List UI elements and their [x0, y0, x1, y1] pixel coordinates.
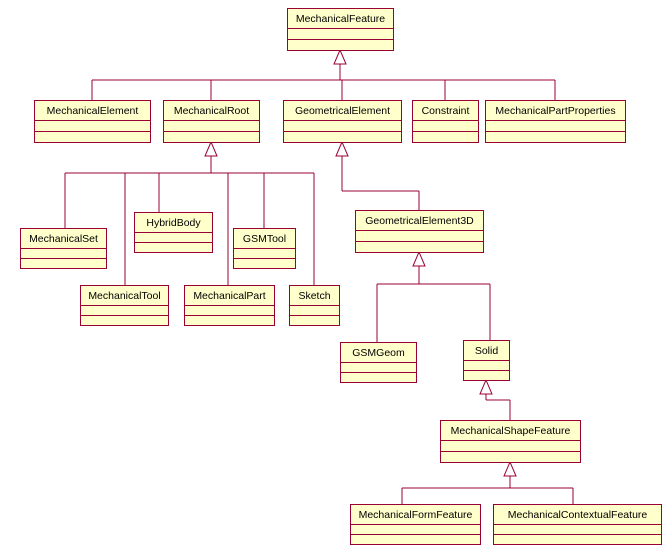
class-box-frame [440, 420, 581, 463]
class-box-frame [163, 100, 260, 143]
class-box-mechanical-form-feature[interactable]: MechanicalFormFeature [350, 504, 481, 545]
class-box-mechanical-root[interactable]: MechanicalRoot [163, 100, 260, 143]
class-box-mechanical-feature[interactable]: MechanicalFeature [287, 8, 394, 51]
class-name: GSMGeom [352, 347, 405, 359]
class-name: Constraint [422, 105, 470, 117]
inheritance-mechanical-root [64, 140, 315, 285]
class-box-hybrid-body[interactable]: HybridBody [134, 212, 213, 253]
class-box-mechanical-set[interactable]: MechanicalSet [20, 228, 107, 269]
class-box-frame [287, 8, 394, 51]
class-name: MechanicalPartProperties [495, 105, 615, 117]
class-name: MechanicalPart [193, 290, 265, 302]
generalization-arrowhead [335, 140, 349, 157]
inheritance-geometrical-element-3d [376, 250, 491, 342]
inheritance-connectors [64, 48, 574, 504]
generalization-arrowhead [479, 378, 493, 395]
class-box-gsm-geom[interactable]: GSMGeom [340, 342, 417, 383]
class-box-mechanical-element[interactable]: MechanicalElement [34, 100, 151, 143]
class-box-mechanical-part-properties[interactable]: MechanicalPartProperties [485, 100, 626, 143]
inheritance-geometrical-element [335, 140, 420, 210]
generalization-arrowhead [333, 48, 347, 65]
class-name: MechanicalTool [88, 290, 160, 302]
class-box-frame [34, 100, 151, 143]
class-box-frame [412, 100, 479, 143]
class-name: Solid [475, 345, 499, 357]
class-name: Sketch [298, 290, 330, 302]
class-name: MechanicalRoot [174, 105, 249, 117]
class-name: MechanicalSet [29, 233, 98, 245]
generalization-arrowhead [204, 140, 218, 157]
class-box-geometrical-element[interactable]: GeometricalElement [283, 100, 402, 143]
class-box-solid[interactable]: Solid [463, 340, 510, 381]
class-box-mechanical-tool[interactable]: MechanicalTool [80, 285, 169, 326]
class-box-frame [283, 100, 402, 143]
class-name: GeometricalElement3D [365, 215, 474, 227]
class-name: MechanicalElement [47, 105, 139, 117]
class-box-mechanical-shape-feature[interactable]: MechanicalShapeFeature [440, 420, 581, 463]
class-name: MechanicalShapeFeature [451, 425, 571, 437]
class-box-constraint[interactable]: Constraint [412, 100, 479, 143]
class-box-frame [485, 100, 626, 143]
generalization-arrowhead [503, 460, 517, 477]
inheritance-mechanical-shape-feature [401, 460, 574, 504]
class-box-gsm-tool[interactable]: GSMTool [233, 228, 296, 269]
generalization-arrowhead [412, 250, 426, 267]
class-name: MechanicalContextualFeature [508, 509, 648, 521]
inheritance-mechanical-feature [91, 48, 556, 100]
class-name: GeometricalElement [295, 105, 390, 117]
class-box-sketch[interactable]: Sketch [289, 285, 340, 326]
class-name: MechanicalFeature [296, 13, 385, 25]
class-name: MechanicalFormFeature [359, 509, 473, 521]
class-name: GSMTool [243, 233, 286, 245]
class-box-frame [355, 210, 484, 253]
class-name: HybridBody [146, 217, 201, 229]
inheritance-solid [479, 378, 511, 420]
class-box-mechanical-part[interactable]: MechanicalPart [184, 285, 275, 326]
class-box-mechanical-contextual-feature[interactable]: MechanicalContextualFeature [493, 504, 662, 545]
class-box-geometrical-element-3d[interactable]: GeometricalElement3D [355, 210, 484, 253]
